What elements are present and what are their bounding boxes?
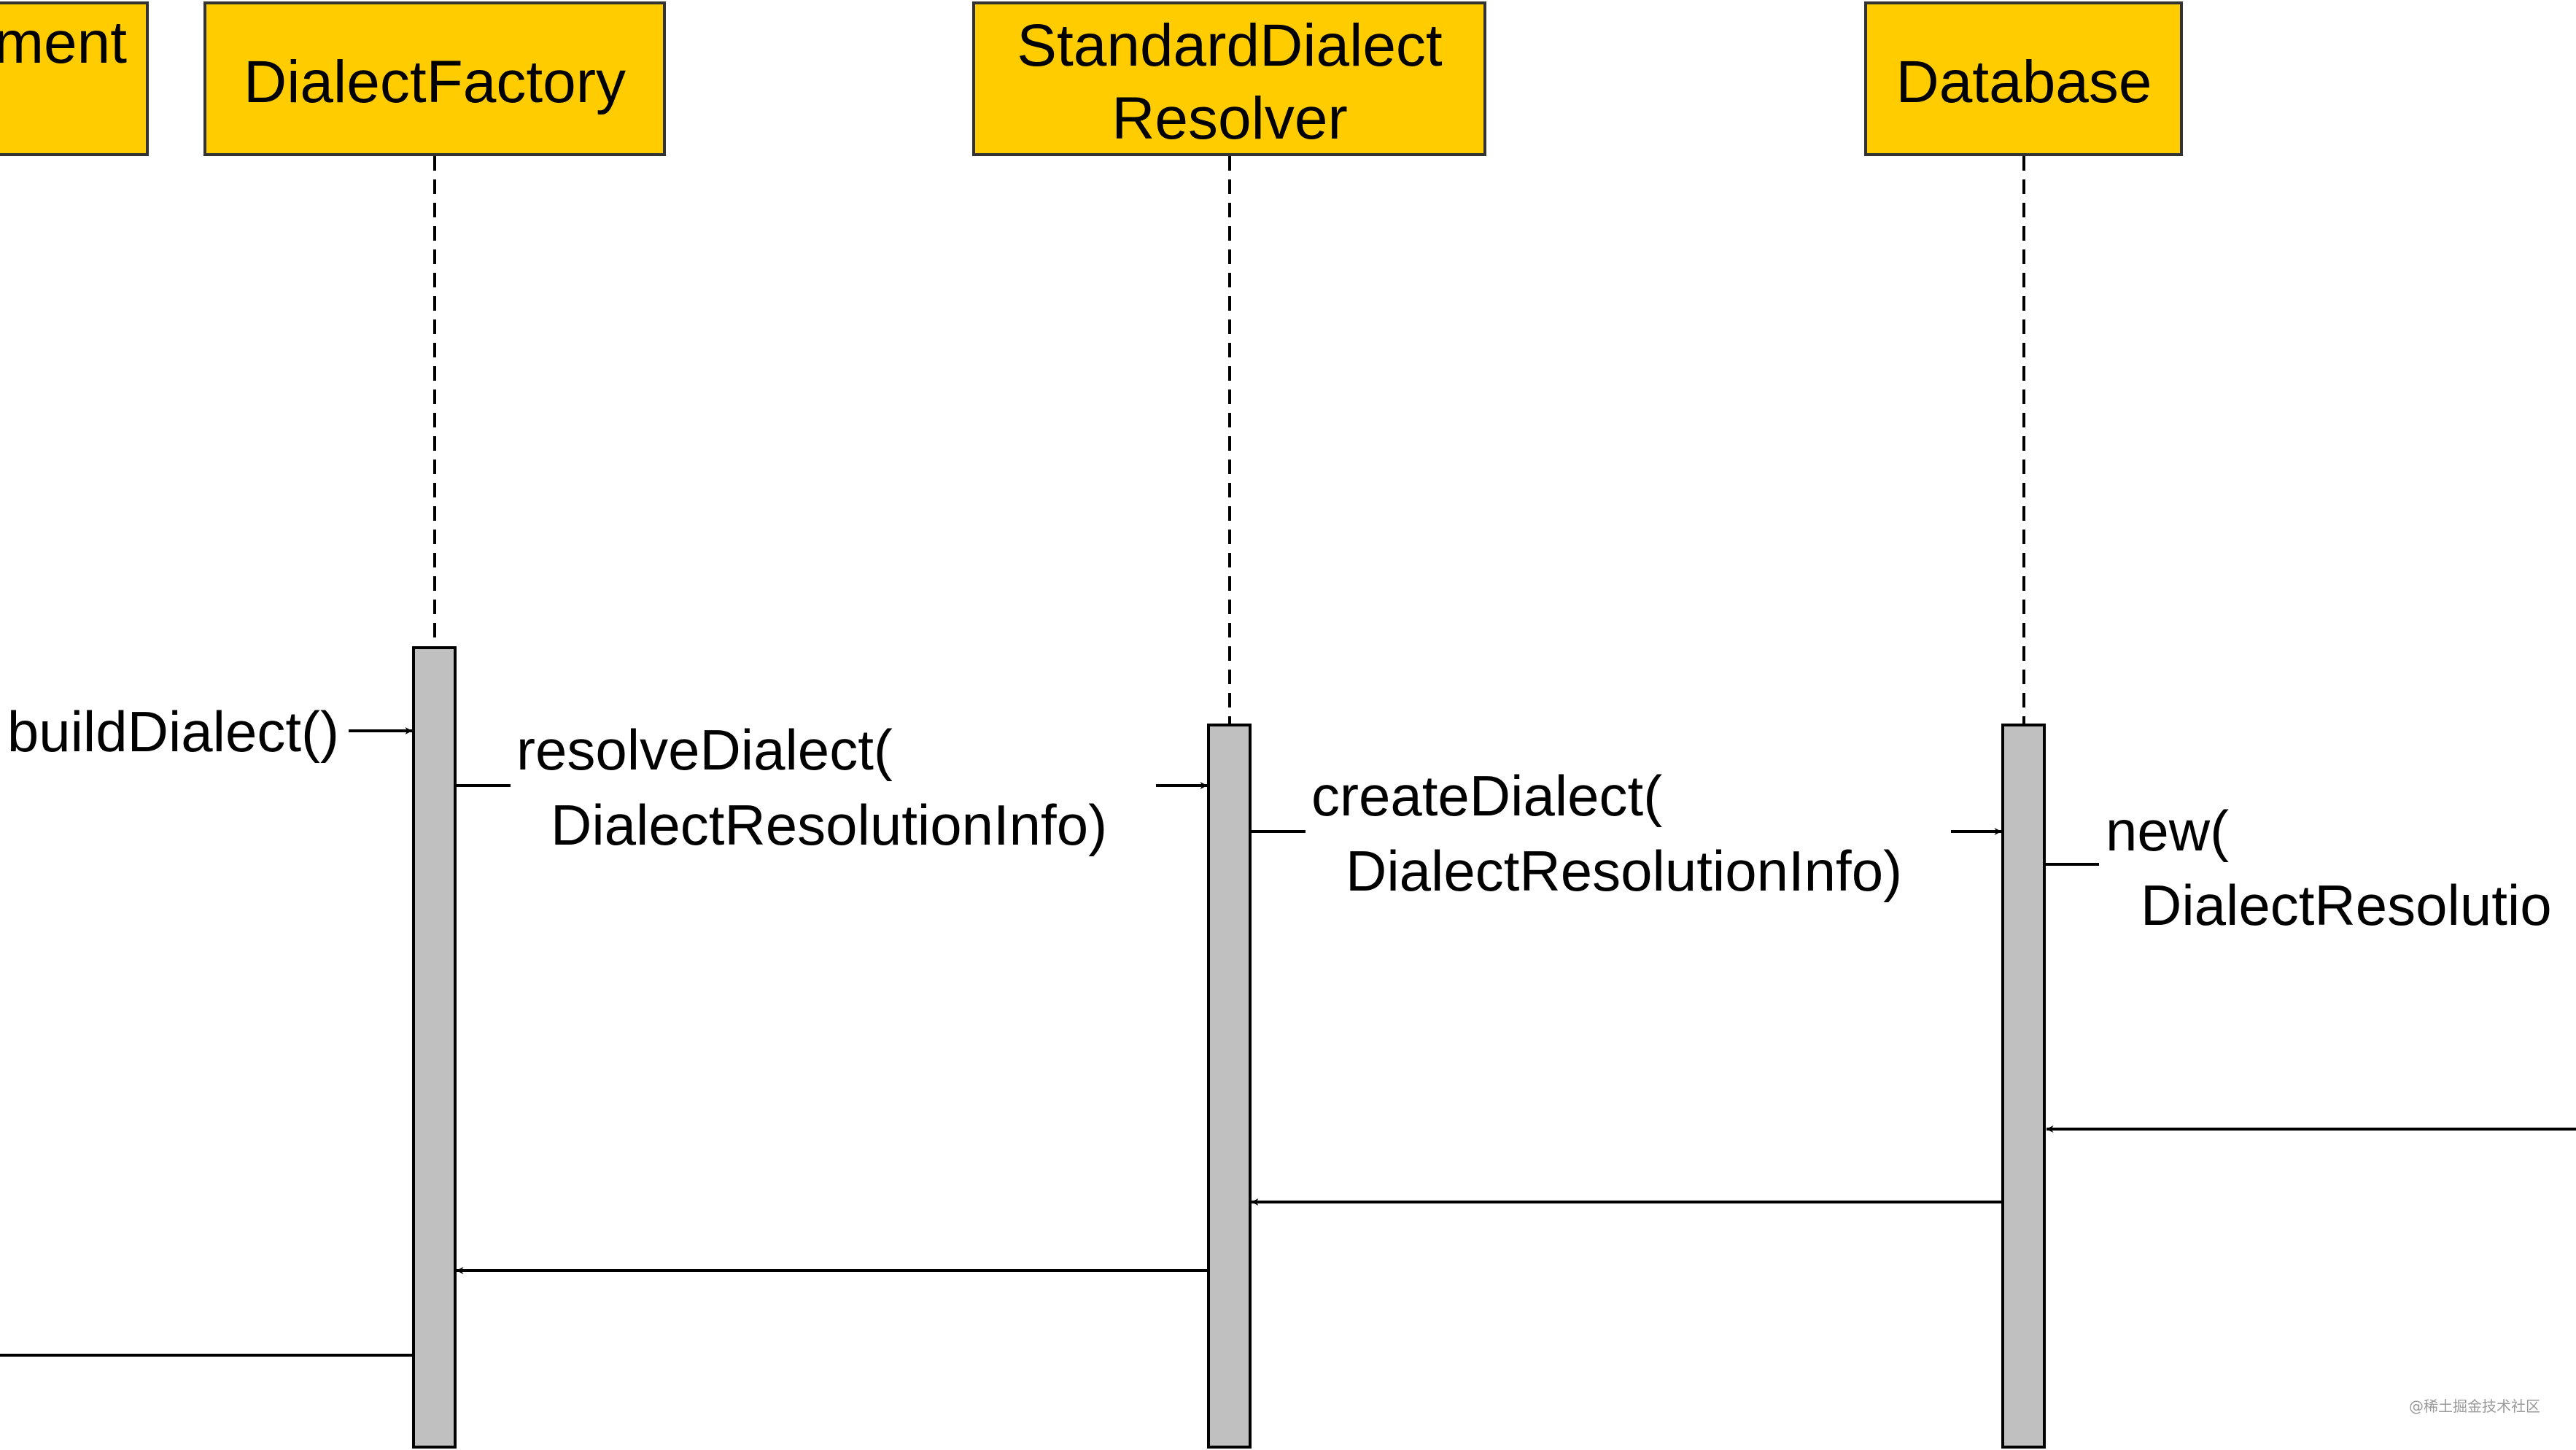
participant-label: StandardDialect [1017,12,1443,79]
activation-bar-p1 [412,646,457,1449]
participant-box [1864,1,2183,156]
participant-p2: StandardDialect Resolver [972,1,1486,156]
participant-box [0,1,149,156]
message-build-dialect: buildDialect() [7,699,413,764]
message-label: resolveDialect( [516,718,893,782]
message-label: new( [2106,799,2229,863]
participant-label: DialectFactory [244,49,626,115]
participant-box [203,1,666,156]
message-label: DialectResolutionInfo) [1346,839,1902,903]
watermark: @稀土掘金技术社区 [2409,1397,2540,1415]
participant-label: ment [0,9,127,76]
message-new: new( DialectResolutio [2046,799,2552,937]
message-label: buildDialect() [7,699,339,764]
message-label: DialectResolutio [2141,873,2552,937]
participant-label: Database [1896,49,2152,115]
message-resolve-dialect: resolveDialect( DialectResolutionInfo) [457,718,1208,857]
participant-p0: ment [0,1,149,156]
participant-label: Resolver [1112,85,1348,152]
message-label: createDialect( [1311,764,1662,828]
activation-bar-p2 [1207,724,1252,1449]
activation-bar-p3 [2001,724,2046,1449]
participant-box [972,1,1486,156]
message-label: DialectResolutionInfo) [551,793,1107,857]
participant-p3: Database [1864,1,2183,156]
participant-p1: DialectFactory [203,1,666,156]
message-create-dialect: createDialect( DialectResolutionInfo) [1252,764,2002,903]
